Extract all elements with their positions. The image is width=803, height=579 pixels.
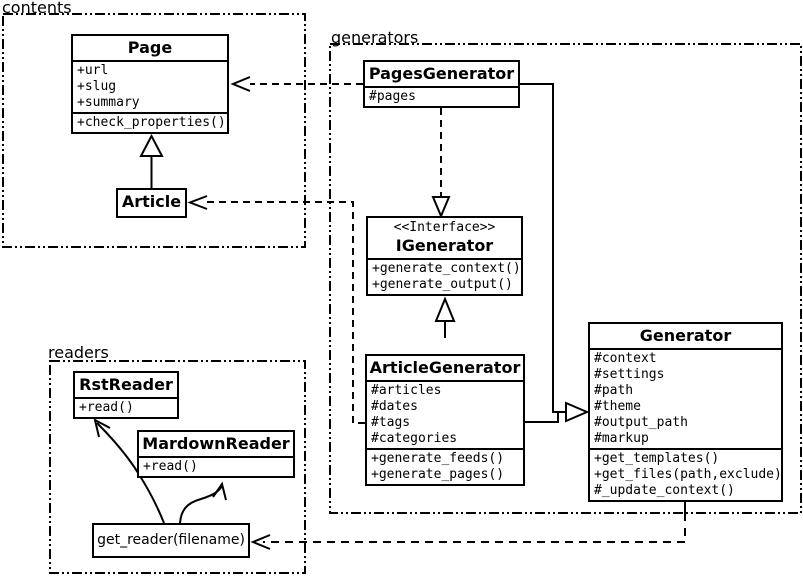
attribute: +url	[77, 63, 109, 78]
method: +generate_feeds()	[371, 451, 505, 466]
edge-articlegenerator-extends-igenerator	[434, 296, 456, 338]
class-pagesgenerator-title: PagesGenerator	[368, 64, 515, 83]
attribute: #output_path	[594, 415, 688, 430]
interface-igenerator-title: IGenerator	[395, 236, 494, 255]
package-frame-generators	[329, 43, 802, 514]
class-rstreader-title: RstReader	[79, 375, 173, 394]
class-generator-title: Generator	[639, 326, 732, 345]
package-frame-contents	[2, 13, 306, 248]
function-get-reader: get_reader(filename)	[92, 523, 250, 558]
package-label-generators: generators	[331, 28, 419, 47]
method: +generate_context()	[372, 261, 521, 276]
edge-articlegenerator-uses-article	[187, 195, 365, 424]
class-markdownreader: MardownReader +read()	[137, 430, 295, 478]
class-pagesgenerator-attributes: #pages	[365, 86, 518, 106]
attribute: #pages	[369, 89, 416, 104]
method: +get_files(path,exclude)	[594, 467, 782, 482]
attribute: #context	[594, 351, 657, 366]
class-article: Article	[116, 188, 187, 218]
class-page-title: Page	[127, 38, 173, 57]
class-articlegenerator-attributes: #articles #dates #tags #categories	[367, 380, 523, 448]
attribute: #settings	[594, 367, 665, 382]
edge-pagesgenerator-extends-generator	[520, 83, 566, 413]
method: +generate_output()	[372, 277, 513, 292]
class-page-methods: +check_properties()	[73, 112, 227, 132]
attribute: #markup	[594, 431, 649, 446]
package-frame-readers	[49, 360, 306, 574]
class-article-title: Article	[121, 192, 182, 211]
package-label-readers: readers	[48, 343, 109, 362]
class-rstreader: RstReader +read()	[73, 371, 179, 419]
attribute: #theme	[594, 399, 641, 414]
interface-igenerator-methods: +generate_context() +generate_output()	[368, 258, 521, 294]
method: +read()	[79, 400, 134, 415]
stereotype-label: <<Interface>>	[393, 220, 496, 235]
attribute: +slug	[77, 79, 117, 94]
class-articlegenerator: ArticleGenerator #articles #dates #tags …	[365, 354, 525, 486]
edge-pagesgenerator-uses-page	[230, 76, 363, 92]
method: +check_properties()	[77, 115, 226, 130]
edge-articlegenerator-extends-generator	[525, 401, 590, 423]
interface-igenerator: <<Interface>> IGenerator +generate_conte…	[366, 216, 523, 296]
edge-generator-uses-getreader	[250, 500, 686, 550]
attribute: #categories	[371, 431, 458, 446]
attribute: #dates	[371, 399, 418, 414]
attribute: #articles	[371, 383, 442, 398]
method: +generate_pages()	[371, 467, 505, 482]
class-markdownreader-methods: +read()	[139, 456, 293, 476]
method: +read()	[143, 459, 198, 474]
interface-igenerator-header: <<Interface>> IGenerator	[368, 218, 521, 258]
edge-getreader-to-markdownreader	[179, 481, 227, 524]
class-generator: Generator #context #settings #path #them…	[588, 322, 783, 502]
class-markdownreader-title: MardownReader	[142, 434, 290, 453]
edge-article-extends-page	[139, 133, 164, 188]
attribute: +summary	[77, 95, 140, 110]
package-label-contents: contents	[2, 0, 72, 17]
class-page-attributes: +url +slug +summary	[73, 60, 227, 112]
method: #_update_context()	[594, 483, 735, 498]
class-page: Page +url +slug +summary +check_properti…	[71, 34, 229, 134]
class-generator-methods: +get_templates() +get_files(path,exclude…	[590, 448, 782, 500]
class-pagesgenerator: PagesGenerator #pages	[363, 60, 520, 108]
attribute: #path	[594, 383, 634, 398]
class-articlegenerator-methods: +generate_feeds() +generate_pages()	[367, 448, 523, 484]
class-rstreader-methods: +read()	[75, 397, 177, 417]
method: +get_templates()	[594, 451, 720, 466]
attribute: #tags	[371, 415, 411, 430]
class-articlegenerator-title: ArticleGenerator	[369, 358, 521, 377]
class-generator-attributes: #context #settings #path #theme #output_…	[590, 348, 781, 448]
edge-pagesgenerator-realizes-igenerator	[431, 108, 451, 219]
